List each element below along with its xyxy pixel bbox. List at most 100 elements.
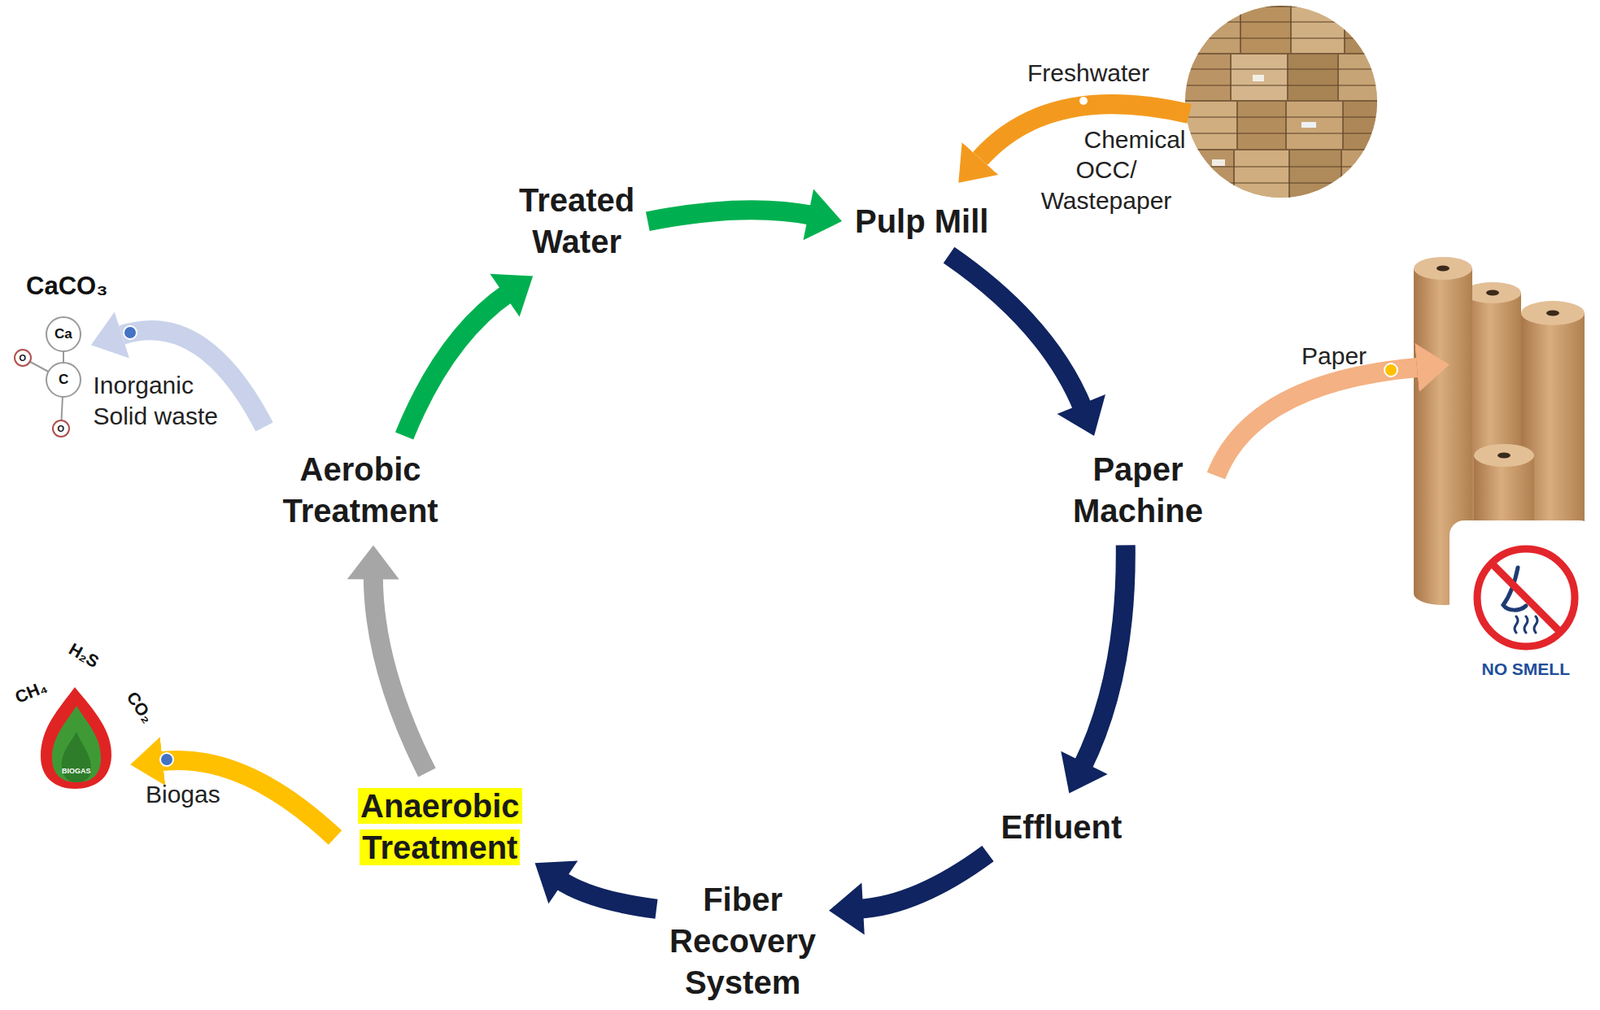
arrow-head <box>1060 751 1108 794</box>
arrow-dot <box>160 753 174 767</box>
illustration-part <box>1486 290 1500 297</box>
process-label: Treated Water <box>518 179 635 263</box>
illustration-part <box>1183 6 1241 54</box>
arrow-head <box>803 189 842 241</box>
arrow-head <box>347 544 400 580</box>
text-block: Effluent <box>1001 806 1123 849</box>
illustration-part <box>1514 616 1538 633</box>
annotation-label: O <box>57 423 66 435</box>
illustration-part <box>1183 100 1238 150</box>
illustration-part <box>46 362 81 397</box>
illustration-part <box>1183 182 1396 184</box>
illustration-part <box>1290 6 1345 54</box>
node-title: Effluent <box>1001 809 1123 846</box>
illustration-part <box>1183 84 1396 87</box>
illustration-part <box>46 317 81 352</box>
illustration-part <box>1358 24 1369 32</box>
flow-arrow <box>535 860 657 909</box>
illustration-part <box>61 732 92 783</box>
wastepaper-photo <box>1179 0 1396 204</box>
illustration-part <box>1183 149 1234 201</box>
flow-arrow <box>347 544 428 773</box>
node-title: Paper Machine <box>1072 451 1204 529</box>
arrow-dot <box>1079 96 1088 105</box>
illustration-part <box>1342 100 1392 150</box>
text-block: Pulp Mill <box>854 200 989 243</box>
annotation-label: NO SMELL <box>1482 658 1571 680</box>
node-title: Aerobic Treatment <box>283 451 439 529</box>
illustration-part <box>1477 549 1575 647</box>
flow-arrow <box>828 854 988 936</box>
annotation-label: O <box>19 353 27 364</box>
text-block: Anaerobic Treatment <box>357 785 523 869</box>
illustration-part <box>1341 149 1396 201</box>
annotation-label: C <box>58 371 69 389</box>
illustration-part <box>1252 74 1265 82</box>
illustration-part <box>1230 53 1288 101</box>
illustration-part <box>1183 53 1231 101</box>
illustration-part <box>1497 453 1511 459</box>
illustration-part <box>1338 53 1396 101</box>
flow-arrow <box>949 255 1106 436</box>
illustration-part <box>1413 257 1473 280</box>
annotation-label: H₂S <box>65 638 103 672</box>
arrow-shaft <box>1081 544 1126 768</box>
illustration-part <box>52 420 70 437</box>
process-label: Pulp Mill <box>854 200 989 243</box>
text-block: Paper Machine <box>1072 449 1204 532</box>
annotation-label: Biogas <box>145 780 221 810</box>
illustration-part <box>1436 265 1450 272</box>
process-label: Aerobic Treatment <box>283 449 439 532</box>
annotation-label: Ca <box>54 326 73 343</box>
illustration-part <box>1301 122 1317 128</box>
illustration-part <box>1287 53 1339 101</box>
input-arrow <box>980 104 1190 159</box>
process-label: Fiber Recovery System <box>669 879 816 1005</box>
arrow-head <box>535 860 579 904</box>
annotation-label: CaCO₃ <box>26 270 108 301</box>
annotation-label: BIOGAS <box>61 767 92 777</box>
process-label: Paper Machine <box>1072 449 1204 532</box>
illustration-part <box>1179 0 1391 204</box>
annotation-label: Chemical <box>1084 125 1186 155</box>
arrow-head <box>489 274 533 318</box>
illustration-part <box>1183 21 1396 184</box>
annotation-label: CH₄ <box>12 675 51 707</box>
node-title: Treated Water <box>518 182 635 260</box>
annotation-label: Paper <box>1301 341 1367 371</box>
no-smell-sign <box>1449 520 1595 685</box>
illustration-part <box>1183 68 1396 70</box>
illustration-part <box>1473 444 1535 467</box>
node-title: Fiber Recovery System <box>669 881 816 1001</box>
text-block: Treated Water <box>518 179 635 263</box>
annotation-label: Freshwater <box>1027 58 1150 88</box>
flow-arrow <box>647 189 842 241</box>
illustration-part <box>1449 520 1595 685</box>
illustration-part <box>1240 6 1291 54</box>
illustration-part <box>1183 37 1396 40</box>
illustration-part <box>1183 132 1396 135</box>
node-title: Anaerobic Treatment <box>357 788 523 866</box>
arrow-shaft <box>373 574 428 773</box>
illustration-part <box>1211 159 1226 166</box>
text-block: Fiber Recovery System <box>669 879 816 1005</box>
arrow-shaft <box>858 854 989 910</box>
illustration-part <box>52 706 101 783</box>
illustration-part <box>1491 563 1561 633</box>
arrow-head <box>1057 394 1106 436</box>
annotation-label: Inorganic Solid waste <box>93 370 236 432</box>
node-title: Pulp Mill <box>854 203 989 240</box>
arrow-head <box>828 883 865 936</box>
output-arrow <box>1216 367 1417 476</box>
illustration-part <box>1183 6 1396 201</box>
illustration-part <box>1233 149 1290 201</box>
arrow-shaft <box>647 209 814 222</box>
arrow-dot <box>1384 363 1398 377</box>
text-block: Aerobic Treatment <box>283 449 439 532</box>
illustration-part <box>1464 282 1522 304</box>
arrow-shaft <box>558 879 657 909</box>
illustration-part <box>1183 21 1396 23</box>
annotation-label: CO₂ <box>122 687 158 727</box>
